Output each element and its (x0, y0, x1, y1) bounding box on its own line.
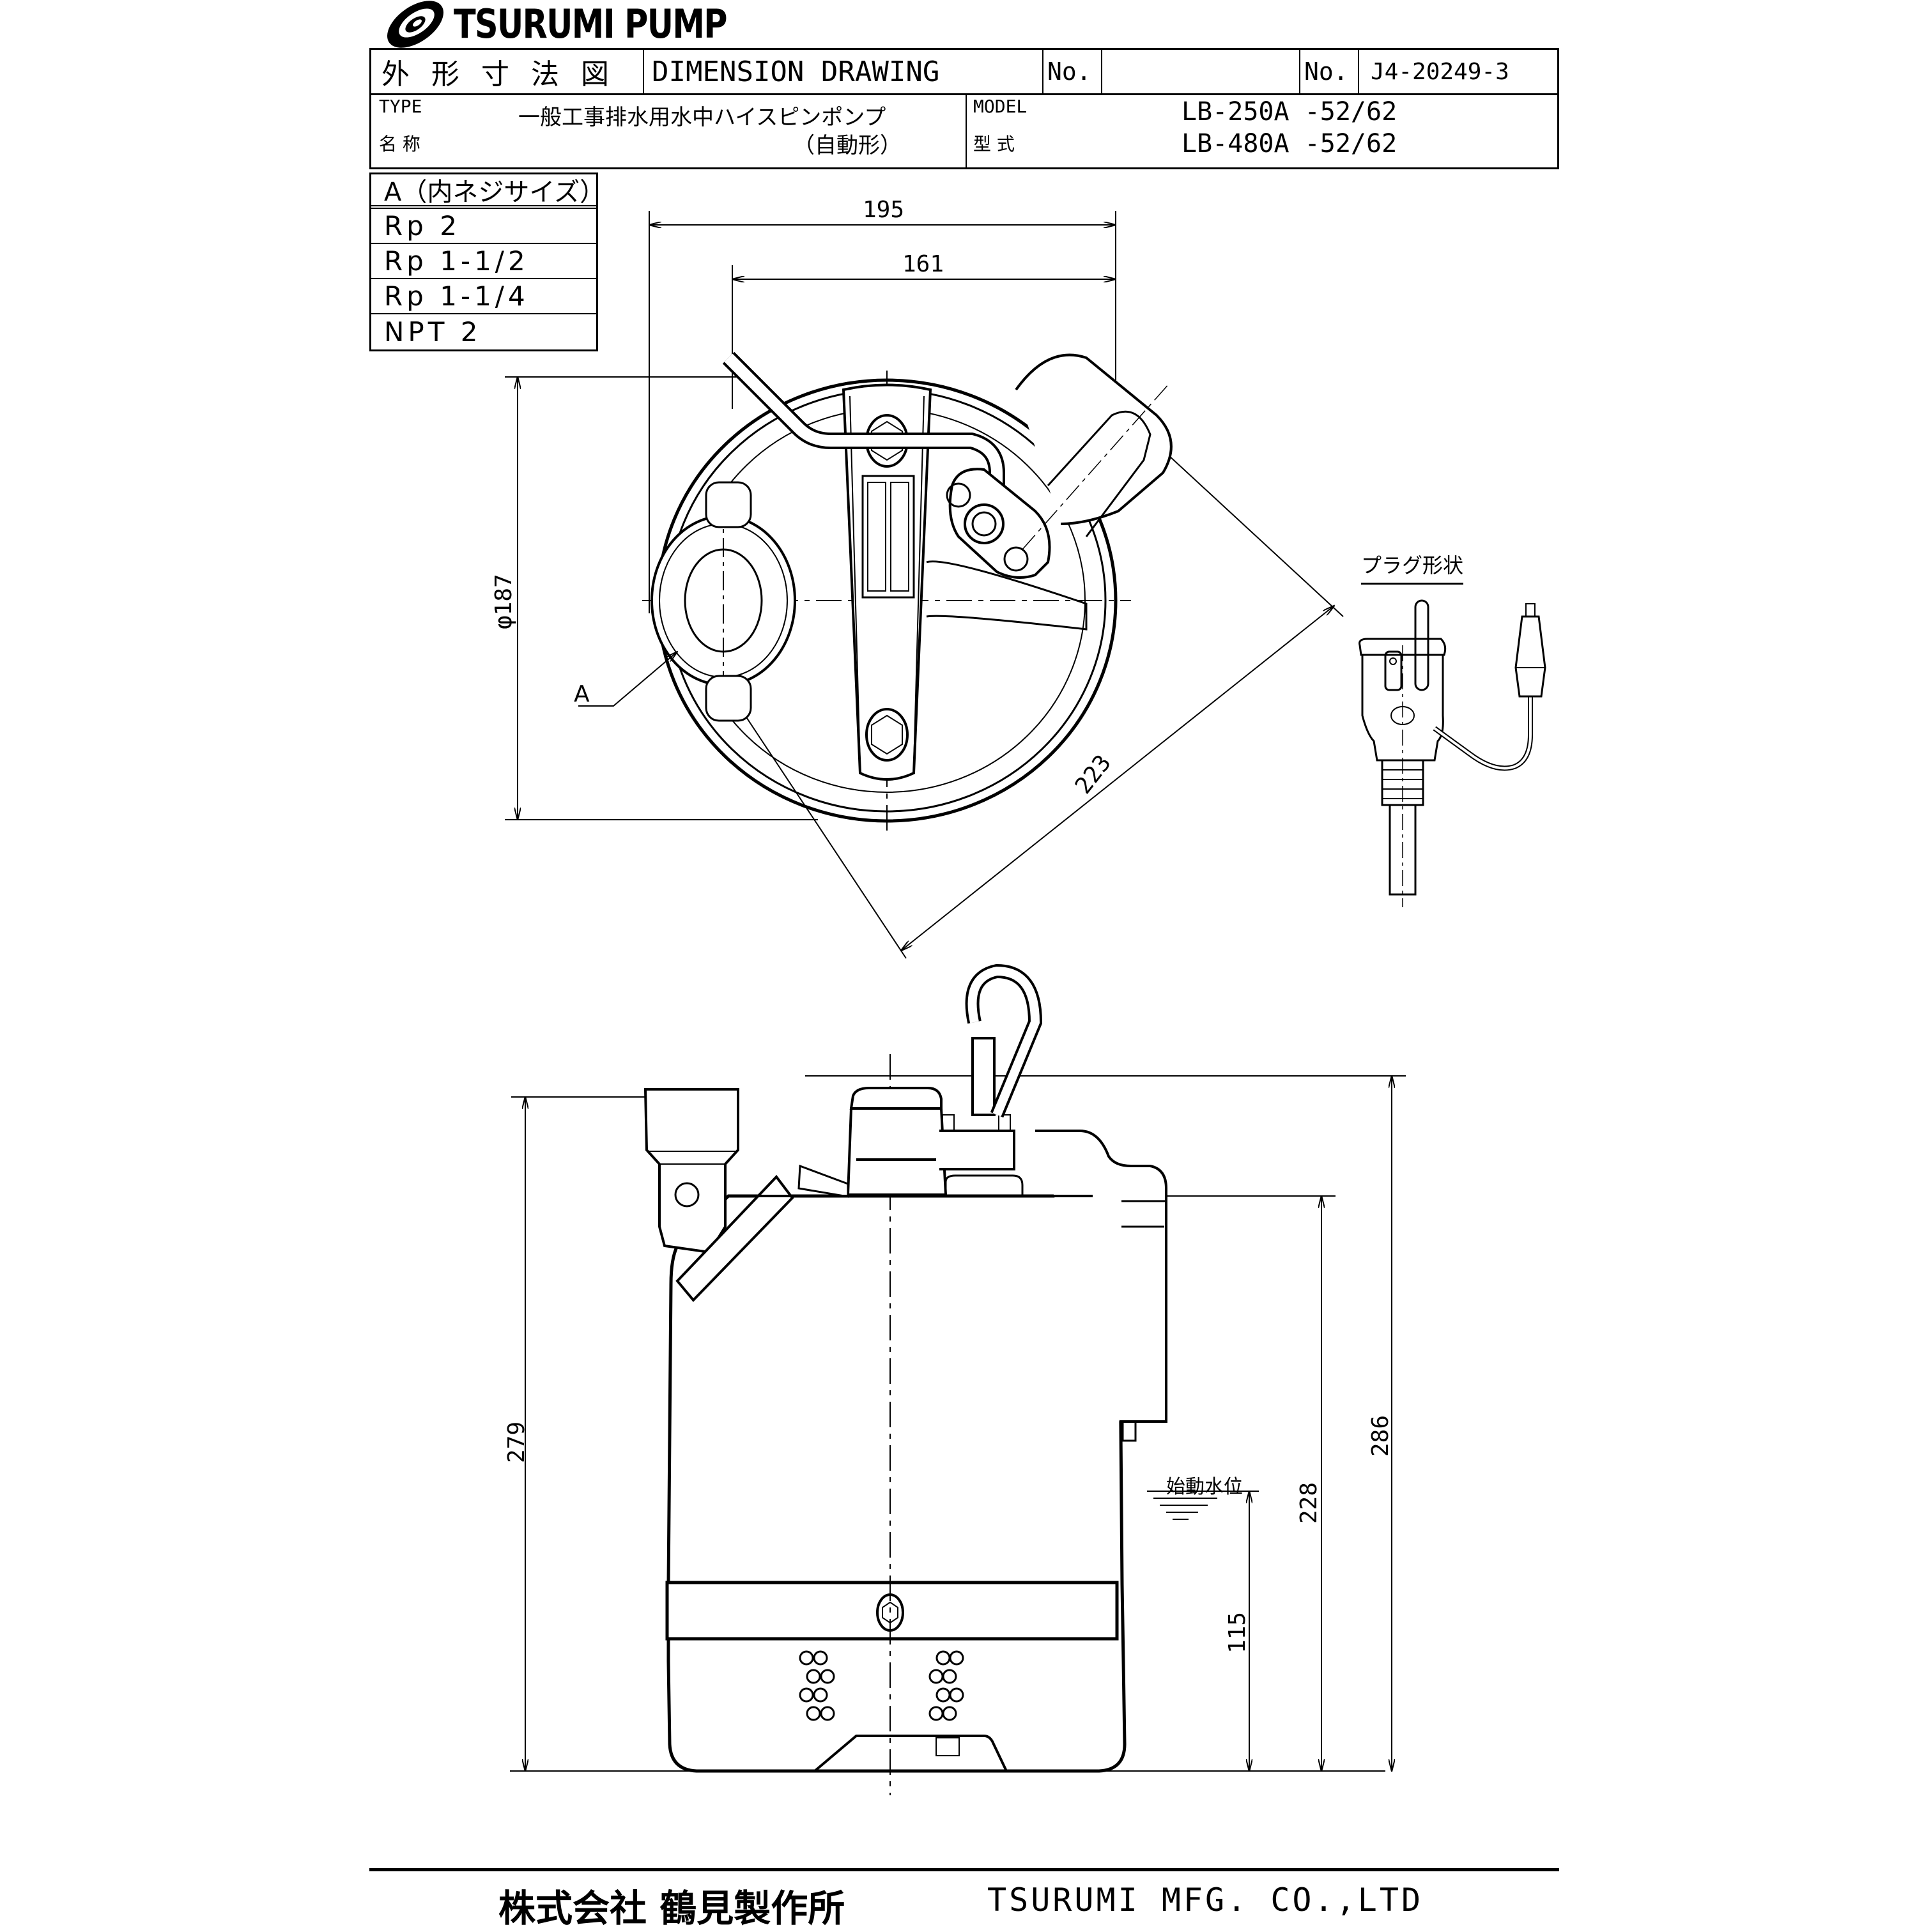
thread-size-table: A（内ネジサイズ） Rp 2 Rp 1-1/2 Rp 1-1/4 NPT 2 (369, 172, 605, 351)
divider (966, 93, 967, 167)
type-label-jp: 名 称 (379, 134, 420, 155)
logo-text: TSURUMI PUMP (454, 1, 728, 47)
callout-a: A (574, 681, 590, 707)
side-view (510, 963, 1406, 1795)
thread-row: Rp 2 (371, 209, 596, 244)
tsurumi-logo: TSURUMI PUMP (377, 0, 787, 48)
dim-223: 223 (1070, 750, 1116, 799)
dim-115: 115 (1224, 1612, 1251, 1653)
company-name-jp: 株式会社 鶴見製作所 (498, 1887, 845, 1930)
dim-228: 228 (1296, 1482, 1322, 1524)
top-view (505, 211, 1344, 959)
model-label-jp: 型 式 (973, 134, 1015, 155)
thread-row: Rp 1-1/4 (371, 279, 596, 314)
type-value-suffix: （自動形） (793, 133, 902, 158)
type-label-en: TYPE (379, 96, 422, 117)
model-label-en: MODEL (973, 96, 1028, 117)
thread-row: Rp 1-1/2 (371, 244, 596, 279)
swirl-logo-icon (387, 1, 443, 48)
title-en: DIMENSION DRAWING (644, 50, 1043, 93)
dim-diameter-187: φ187 (491, 574, 517, 629)
model-value-1: LB-250A -52/62 (1182, 97, 1397, 126)
no-label-1: No. (1043, 50, 1102, 93)
title-row: 外 形 寸 法 図 DIMENSION DRAWING No. No. J4-2… (371, 50, 1557, 95)
thread-row: NPT 2 (384, 316, 482, 348)
model-value-2: LB-480A -52/62 (1182, 129, 1397, 158)
plug-drawing (1359, 599, 1546, 907)
dim-279: 279 (504, 1422, 530, 1463)
start-water-level-label: 始動水位 (1166, 1476, 1243, 1498)
type-model-row: TYPE 名 称 一般工事排水用水中ハイスピンポンプ （自動形） MODEL 型… (371, 93, 1557, 167)
drawing-number: J4-20249-3 (1371, 58, 1509, 85)
title-block: 外 形 寸 法 図 DIMENSION DRAWING No. No. J4-2… (369, 48, 1559, 169)
plug-shape-title: プラグ形状 (1361, 549, 1464, 585)
thread-table-header: A（内ネジサイズ） (371, 174, 605, 209)
no-value-1 (1102, 50, 1300, 93)
type-value: 一般工事排水用水中ハイスピンポンプ (518, 105, 886, 130)
dim-161: 161 (902, 251, 944, 277)
no-label-2: No. (1300, 50, 1359, 93)
footer-divider (369, 1868, 1559, 1871)
title-jp: 外 形 寸 法 図 (371, 50, 644, 93)
dim-195: 195 (863, 197, 904, 223)
company-name-en: TSURUMI MFG. CO.,LTD (987, 1882, 1424, 1919)
dim-286: 286 (1367, 1415, 1394, 1457)
